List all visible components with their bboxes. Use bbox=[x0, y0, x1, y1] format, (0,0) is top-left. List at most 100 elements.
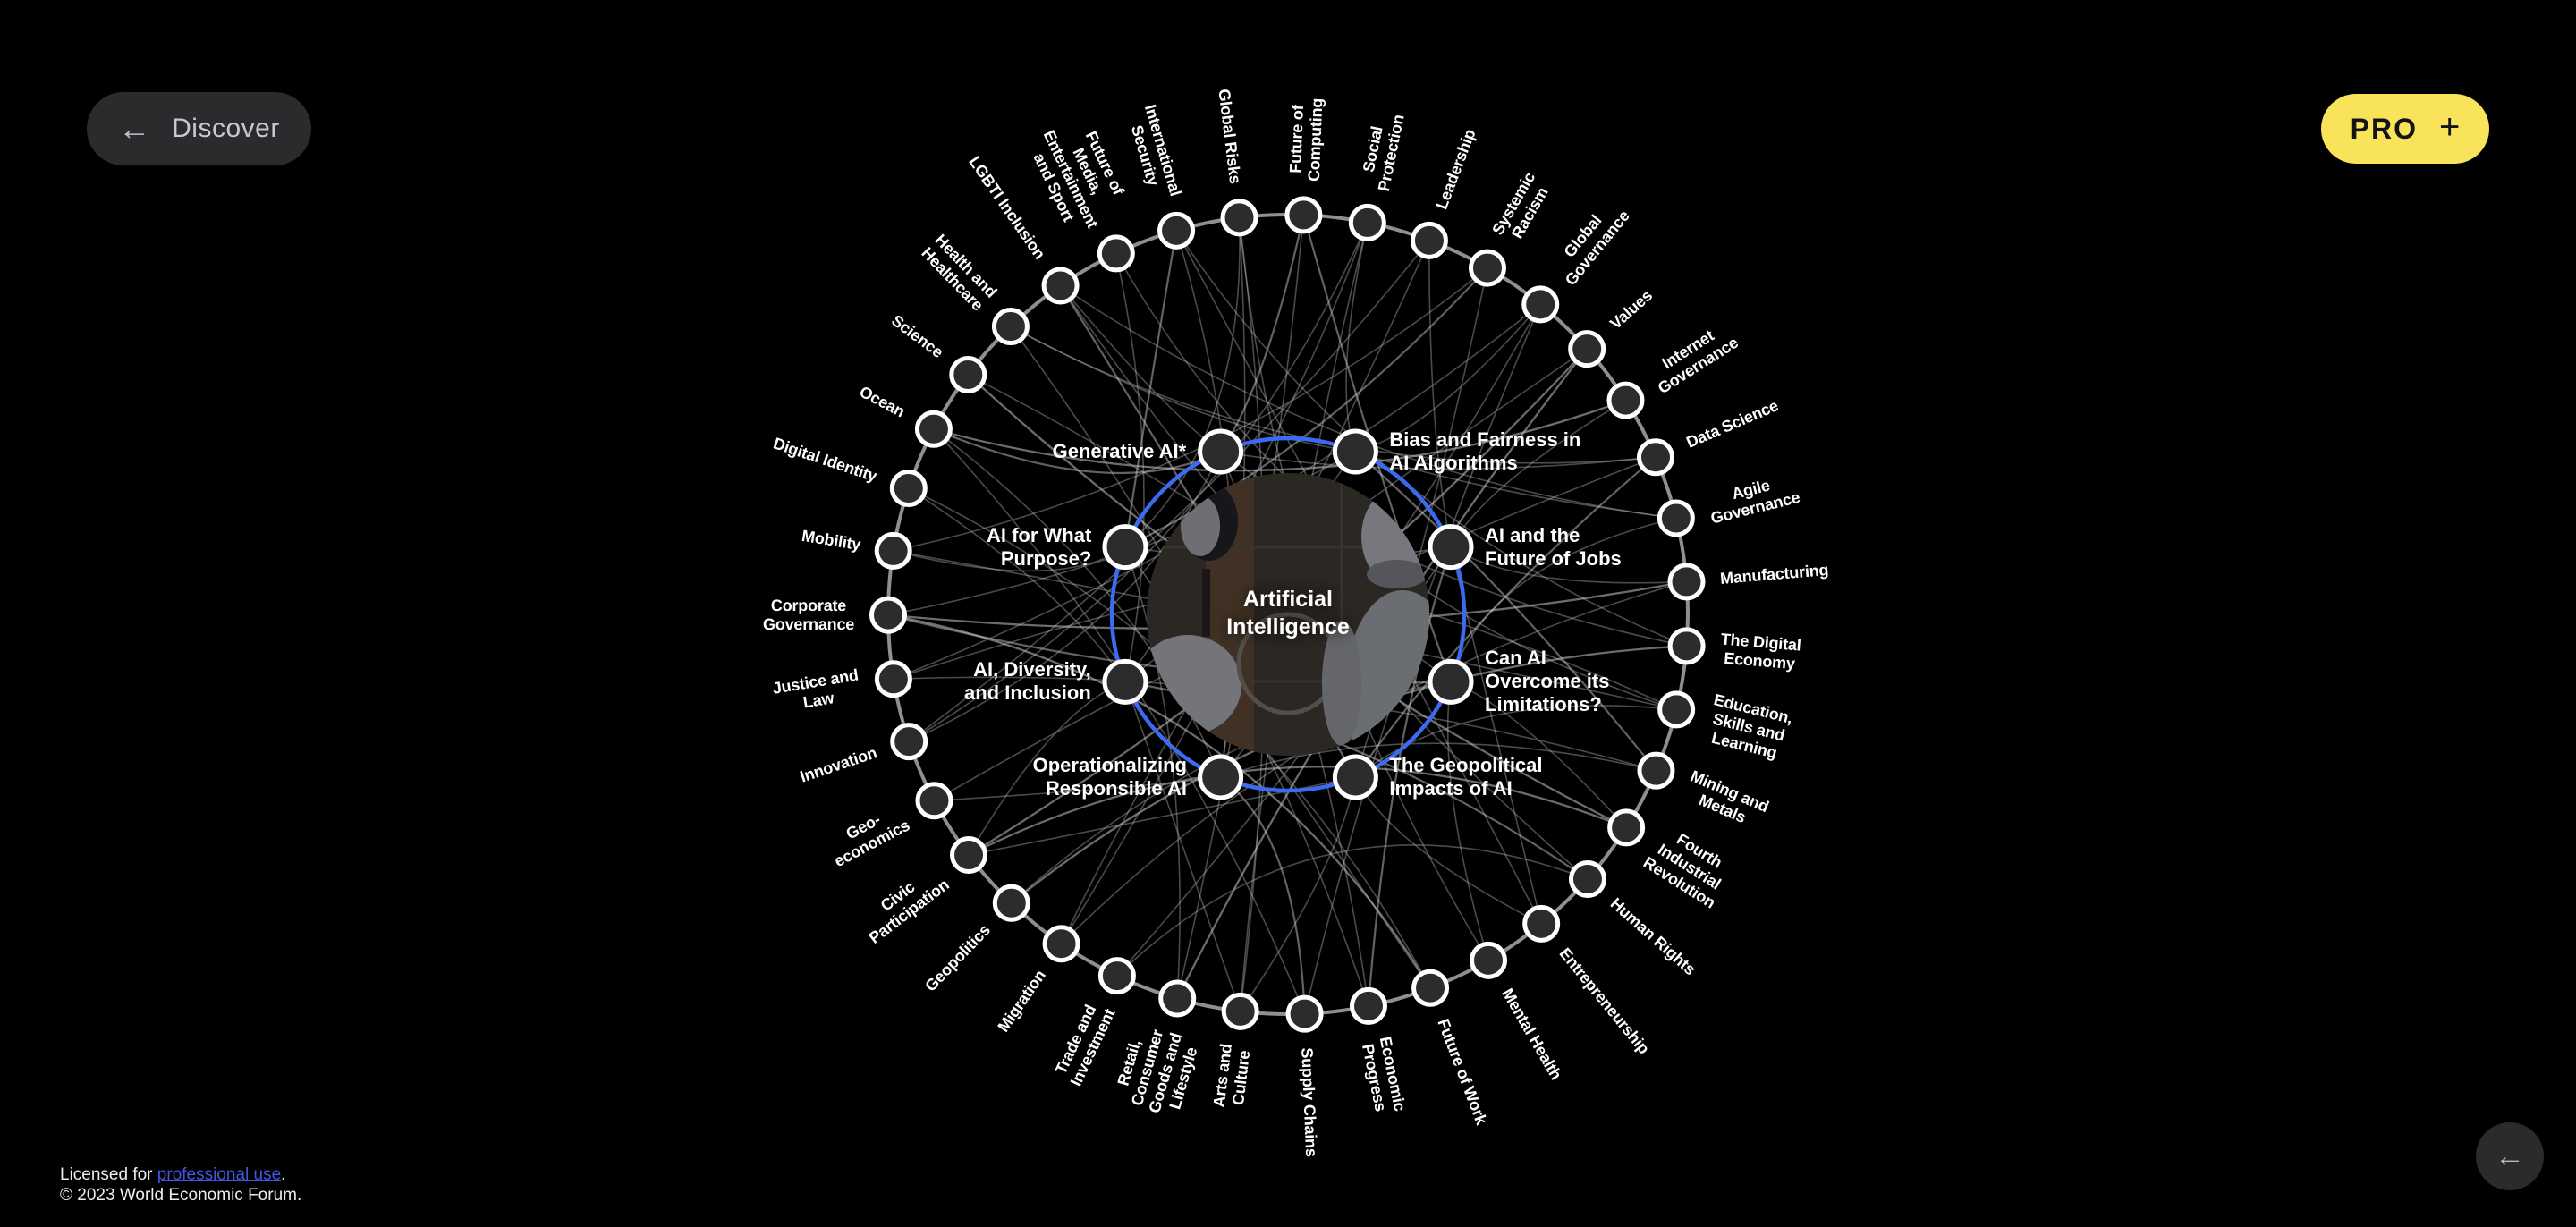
outer-topic-node[interactable] bbox=[874, 660, 912, 698]
inner-topic-label[interactable]: AI and the Future of Jobs bbox=[1485, 523, 1622, 570]
outer-topic-node[interactable] bbox=[869, 596, 908, 634]
outer-topic-node[interactable] bbox=[1667, 563, 1706, 601]
discover-label: Discover bbox=[172, 114, 280, 143]
outer-topic-node[interactable] bbox=[1637, 751, 1675, 790]
inner-topic-node[interactable] bbox=[1198, 754, 1244, 800]
license-line: Licensed for professional use. bbox=[60, 1164, 301, 1185]
inner-topic-node[interactable] bbox=[1198, 428, 1244, 475]
license-suffix: . bbox=[281, 1165, 286, 1184]
copyright-line: © 2023 World Economic Forum. bbox=[60, 1186, 302, 1205]
outer-topic-node[interactable] bbox=[991, 308, 1030, 346]
connection-line bbox=[1124, 217, 1241, 548]
outer-topic-node[interactable] bbox=[1568, 859, 1606, 898]
outer-topic-node[interactable] bbox=[1410, 221, 1448, 259]
outer-topic-node[interactable] bbox=[874, 531, 912, 570]
inner-topic-node[interactable] bbox=[1102, 658, 1148, 705]
connection-line bbox=[1354, 705, 1677, 778]
connection-line bbox=[1060, 284, 1677, 520]
outer-topic-node[interactable] bbox=[1220, 199, 1258, 237]
connection-line bbox=[1428, 240, 1452, 547]
outer-topic-node[interactable] bbox=[1349, 986, 1387, 1025]
outer-topic-label[interactable]: The Digital Economy bbox=[1720, 630, 1802, 673]
outer-topic-node[interactable] bbox=[1522, 904, 1561, 943]
outer-topic-node[interactable] bbox=[1284, 196, 1323, 234]
outer-topic-node[interactable] bbox=[1097, 234, 1135, 273]
inner-topic-node[interactable] bbox=[1102, 524, 1148, 571]
pro-label: PRO bbox=[2350, 112, 2418, 145]
connection-line bbox=[1446, 681, 1489, 961]
outer-topic-nodes bbox=[869, 196, 1706, 1033]
outer-topic-node[interactable] bbox=[992, 884, 1030, 922]
connection-line bbox=[1450, 517, 1677, 682]
outer-topic-node[interactable] bbox=[915, 782, 953, 820]
connection-line bbox=[933, 399, 1626, 472]
connection-line bbox=[1124, 267, 1488, 548]
inner-topic-node[interactable] bbox=[1332, 428, 1378, 475]
connection-line bbox=[933, 427, 1222, 475]
connection-line bbox=[1354, 451, 1657, 772]
inner-topic-label[interactable]: Generative AI* bbox=[1052, 439, 1187, 462]
professional-use-link[interactable]: professional use bbox=[157, 1165, 282, 1184]
connection-line bbox=[1115, 253, 1145, 682]
outer-topic-node[interactable] bbox=[1568, 330, 1606, 368]
outer-topic-node[interactable] bbox=[1158, 979, 1197, 1018]
outer-topic-node[interactable] bbox=[914, 410, 953, 448]
outer-topic-node[interactable] bbox=[1468, 249, 1506, 287]
connection-line bbox=[1123, 230, 1178, 547]
inner-topic-node[interactable] bbox=[1332, 754, 1378, 800]
outer-topic-node[interactable] bbox=[1221, 992, 1259, 1030]
back-button[interactable]: ← bbox=[2476, 1122, 2544, 1190]
inner-topic-label[interactable]: AI for What Purpose? bbox=[986, 523, 1092, 570]
outer-topic-label[interactable]: Corporate Governance bbox=[763, 596, 855, 633]
outer-topic-node[interactable] bbox=[1285, 994, 1324, 1033]
outer-topic-node[interactable] bbox=[1657, 499, 1695, 537]
connection-line bbox=[1220, 742, 1657, 778]
connection-line bbox=[933, 428, 1306, 1014]
connection-line bbox=[1355, 451, 1677, 520]
discover-button[interactable]: ← Discover bbox=[87, 92, 311, 165]
inner-topic-label[interactable]: AI, Diversity, and Inclusion bbox=[963, 658, 1091, 705]
outer-topic-node[interactable] bbox=[1470, 941, 1508, 979]
arrow-left-icon: ← bbox=[118, 110, 151, 147]
outer-topic-node[interactable] bbox=[1041, 267, 1080, 305]
inner-topic-nodes bbox=[1102, 428, 1474, 800]
center-image-robots bbox=[1147, 473, 1429, 756]
arrow-left-icon: ← bbox=[2495, 1139, 2525, 1173]
inner-topic-label[interactable]: Can AI Overcome its Limitations? bbox=[1485, 647, 1610, 716]
connection-line bbox=[1219, 776, 1306, 1014]
outer-topic-node[interactable] bbox=[949, 355, 987, 393]
connection-line bbox=[1354, 456, 1657, 778]
outer-topic-node[interactable] bbox=[1657, 690, 1696, 729]
outer-topic-node[interactable] bbox=[1348, 203, 1386, 241]
outer-topic-node[interactable] bbox=[1607, 808, 1646, 847]
inner-topic-label[interactable]: Bias and Fairness in AI Algorithms bbox=[1389, 427, 1581, 474]
connection-line bbox=[968, 766, 1627, 857]
outer-topic-node[interactable] bbox=[890, 723, 928, 761]
connection-line bbox=[1240, 776, 1357, 1012]
map-center-title[interactable]: Artificial Intelligence bbox=[1226, 586, 1350, 639]
outer-topic-node[interactable] bbox=[1097, 957, 1136, 995]
inner-topic-label[interactable]: Operationalizing Responsible AI bbox=[1032, 754, 1187, 800]
outer-topic-node[interactable] bbox=[1636, 438, 1674, 477]
inner-topic-label[interactable]: The Geopolitical Impacts of AI bbox=[1389, 754, 1543, 800]
connection-line bbox=[968, 776, 1356, 856]
outer-topic-node[interactable] bbox=[1606, 381, 1645, 419]
outer-topic-node[interactable] bbox=[950, 836, 988, 875]
outer-topic-label[interactable]: Future of Computing bbox=[1286, 97, 1326, 182]
outer-topic-node[interactable] bbox=[1667, 627, 1706, 665]
outer-topic-node[interactable] bbox=[1411, 969, 1450, 1007]
plus-icon: + bbox=[2438, 107, 2461, 147]
outer-topic-node[interactable] bbox=[1521, 285, 1560, 324]
outer-topic-node[interactable] bbox=[1042, 925, 1080, 963]
connection-line bbox=[1124, 681, 1241, 1012]
pro-button[interactable]: PRO + bbox=[2321, 94, 2489, 164]
inner-topic-node[interactable] bbox=[1428, 524, 1474, 571]
inner-ring bbox=[1109, 436, 1467, 793]
outer-topic-node[interactable] bbox=[1157, 211, 1196, 250]
connection-line bbox=[908, 487, 1126, 682]
outer-topic-node[interactable] bbox=[889, 470, 928, 508]
inner-topic-node[interactable] bbox=[1428, 658, 1474, 705]
connection-line bbox=[1116, 844, 1589, 977]
